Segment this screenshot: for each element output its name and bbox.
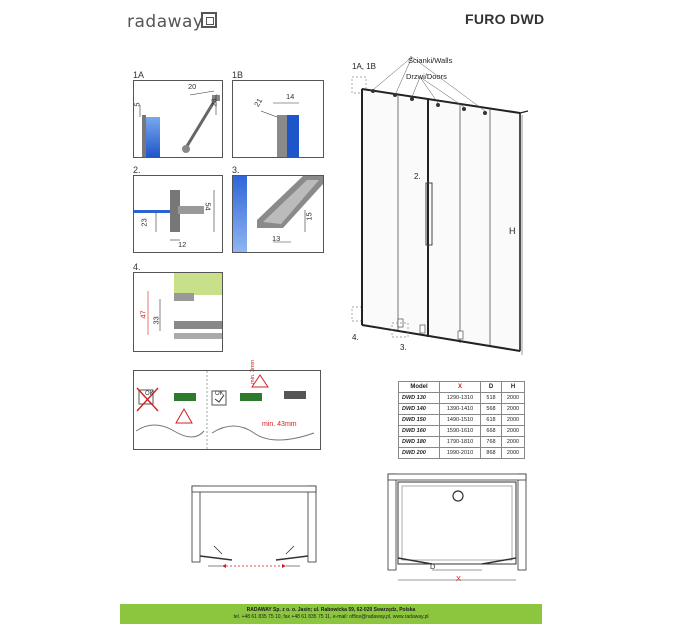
spec-cell-x: 1590-1610 [439,425,481,437]
table-row: DWD 180 1790-1810 768 2000 [398,436,525,448]
brand-logo-icon [201,12,217,28]
spec-cell-h: 2000 [501,403,525,415]
spec-cell-d: 518 [480,392,502,404]
spec-cell-x: 1790-1810 [439,436,481,448]
door-opening-plan [191,485,317,568]
panel-3-drawing [233,176,323,252]
ok-right-label: OK [215,391,224,397]
footer-bar: RADAWAY Sp. z o. o. Jasin; ul. Rabowicka… [120,604,542,624]
panel-1b-label: 1B [232,70,244,80]
spec-cell-model: DWD 150 [398,414,440,426]
table-row: DWD 150 1490-1510 618 2000 [398,414,525,426]
main-shower-diagram [351,56,529,355]
table-row: DWD 140 1390-1410 568 2000 [398,403,525,415]
panel-4-label: 4. [133,262,141,272]
dim-4-inner: 33 [151,316,161,325]
table-row: DWD 160 1590-1610 668 2000 [398,425,525,437]
dim-4-outer: 47 [138,310,148,319]
spec-cell-d: 868 [480,447,502,459]
dim-3-right: 15 [304,212,314,221]
dim-2-bottom: 12 [178,240,187,249]
spec-header-d: D [480,381,502,393]
dim-2-right: 54 [203,202,213,211]
dim-1a-right: 23 [209,98,219,107]
panel-1b [232,80,324,158]
table-row: DWD 130 1290-1310 518 2000 [398,392,525,404]
spec-cell-h: 2000 [501,436,525,448]
callout-4: 4. [352,333,359,342]
spec-cell-d: 668 [480,425,502,437]
spec-cell-model: DWD 200 [398,447,440,459]
spec-cell-model: DWD 130 [398,392,440,404]
panel-2-label: 2. [133,165,141,175]
dim-2-left: 23 [139,218,149,227]
spec-cell-model: DWD 160 [398,425,440,437]
spec-cell-d: 618 [480,414,502,426]
panel-1a [133,80,223,158]
doors-label: Drzwi/Doors [406,72,447,81]
panel-3-label: 3. [232,165,240,175]
spec-cell-h: 2000 [501,447,525,459]
callout-1a-1b: 1A, 1B [352,62,377,71]
footer-contact: tel. +48 61 835 75 10, fax +48 61 835 75… [233,614,429,620]
spec-cell-x: 1990-2010 [439,447,481,459]
spec-cell-d: 768 [480,436,502,448]
spec-cell-h: 2000 [501,414,525,426]
dim-1b-top: 14 [286,92,295,101]
panel-1a-label: 1A [133,70,145,80]
plan-d-label: D [430,562,436,571]
spec-cell-x: 1290-1310 [439,392,481,404]
brand-logo-text: radaway [127,12,204,32]
spec-cell-x: 1490-1510 [439,414,481,426]
min-depth-label: min. 43mm [262,421,297,428]
dim-1a-top: 20 [188,82,197,91]
panel-4 [133,272,223,352]
panel-2-drawing [134,190,215,241]
dim-3-bottom: 13 [272,234,281,243]
spec-table: Model X D H DWD 130 1290-1310 518 2000 D… [398,381,525,459]
height-label: H [509,226,516,236]
panel-1b-drawing [260,102,299,157]
spec-cell-h: 2000 [501,392,525,404]
plan-x-label: X [456,574,462,583]
spec-header-x: X [439,381,481,393]
installation-warning-panel [133,370,321,450]
footer-address: RADAWAY Sp. z o. o. Jasin; ul. Rabowicka… [246,607,416,613]
min-gap-label: min. 3mm [250,359,256,384]
tray-plan [387,473,527,581]
panel-4-drawing [147,273,222,339]
spec-cell-model: DWD 140 [398,403,440,415]
callout-3: 3. [400,343,407,352]
spec-header-h: H [501,381,525,393]
spec-cell-h: 2000 [501,425,525,437]
spec-cell-model: DWD 180 [398,436,440,448]
walls-label: Ścianki/Walls [408,56,453,65]
installation-warning-drawing [135,371,315,449]
spec-cell-x: 1390-1410 [439,403,481,415]
panel-3 [232,175,324,253]
product-title: FURO DWD [465,11,545,27]
dim-1a-left: 5 [132,102,142,107]
callout-2: 2. [414,172,421,181]
spec-cell-d: 568 [480,403,502,415]
panel-1a-drawing [139,90,220,157]
spec-table-header: Model X D H [398,381,525,393]
ok-left-label: OK [145,391,154,397]
spec-header-model: Model [398,381,440,393]
table-row: DWD 200 1990-2010 868 2000 [398,447,525,459]
panel-2 [133,175,223,253]
